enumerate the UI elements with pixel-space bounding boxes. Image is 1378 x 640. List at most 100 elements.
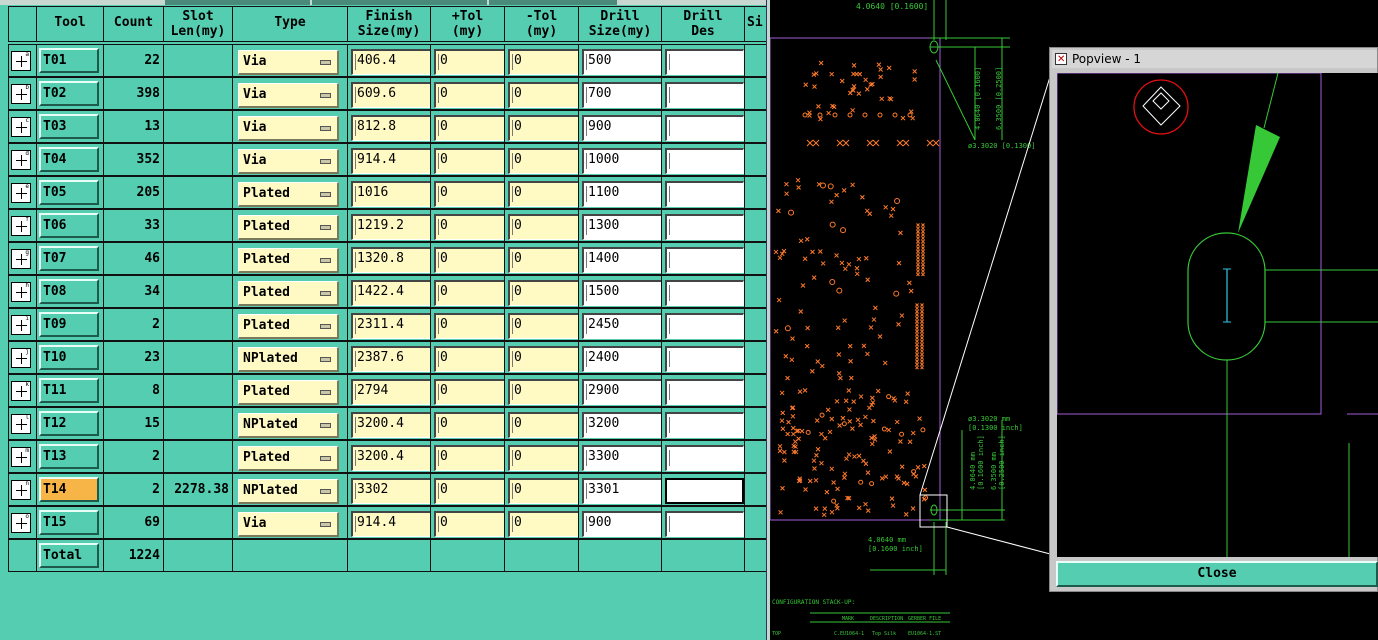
type-dropdown[interactable]: Plated [238, 215, 339, 240]
plus-tol-input[interactable]: 0 [434, 49, 505, 75]
tool-button[interactable]: T12 [39, 411, 99, 436]
plus-tol-input[interactable]: 0 [434, 412, 505, 438]
expand-toggle-icon[interactable]: h [11, 282, 31, 302]
type-dropdown[interactable]: NPlated [238, 347, 339, 372]
minus-tol-input[interactable]: 0 [508, 445, 579, 471]
type-dropdown[interactable]: Plated [238, 314, 339, 339]
plus-tol-input[interactable]: 0 [434, 214, 505, 240]
type-dropdown[interactable]: Via [238, 50, 339, 75]
drill-des-input[interactable] [665, 478, 744, 504]
finish-size-input[interactable]: 812.8 [351, 115, 431, 141]
expand-toggle-icon[interactable]: f [11, 216, 31, 236]
minus-tol-input[interactable]: 0 [508, 478, 579, 504]
finish-size-input[interactable]: 609.6 [351, 82, 431, 108]
minus-tol-input[interactable]: 0 [508, 346, 579, 372]
tool-button[interactable]: T15 [39, 510, 99, 535]
minus-tol-input[interactable]: 0 [508, 247, 579, 273]
tool-button[interactable]: T07 [39, 246, 99, 271]
total-button[interactable]: Total [39, 543, 99, 568]
drill-des-input[interactable] [665, 247, 744, 273]
expand-toggle-icon[interactable]: o [11, 513, 31, 533]
type-dropdown[interactable]: Via [238, 83, 339, 108]
finish-size-input[interactable]: 2311.4 [351, 313, 431, 339]
expand-toggle-icon[interactable]: n [11, 480, 31, 500]
drill-size-input[interactable]: 1000 [582, 148, 662, 174]
drill-size-input[interactable]: 500 [582, 49, 662, 75]
type-dropdown[interactable]: Plated [238, 380, 339, 405]
tool-button[interactable]: T03 [39, 114, 99, 139]
drill-size-input[interactable]: 700 [582, 82, 662, 108]
popview-titlebar[interactable]: Popview - 1 [1052, 50, 1377, 69]
finish-size-input[interactable]: 2387.6 [351, 346, 431, 372]
plus-tol-input[interactable]: 0 [434, 511, 505, 537]
finish-size-input[interactable]: 3200.4 [351, 445, 431, 471]
drill-size-input[interactable]: 2900 [582, 379, 662, 405]
drill-des-input[interactable] [665, 379, 744, 405]
drill-des-input[interactable] [665, 280, 744, 306]
drill-des-input[interactable] [665, 445, 744, 471]
type-dropdown[interactable]: Plated [238, 182, 339, 207]
finish-size-input[interactable]: 914.4 [351, 511, 431, 537]
panel-splitter[interactable] [766, 0, 770, 640]
expand-toggle-icon[interactable]: d [11, 150, 31, 170]
plus-tol-input[interactable]: 0 [434, 181, 505, 207]
drill-size-input[interactable]: 1300 [582, 214, 662, 240]
tool-button[interactable]: T13 [39, 444, 99, 469]
drill-size-input[interactable]: 1100 [582, 181, 662, 207]
plus-tol-input[interactable]: 0 [434, 148, 505, 174]
plus-tol-input[interactable]: 0 [434, 247, 505, 273]
window-menu-icon[interactable] [1055, 51, 1067, 69]
minus-tol-input[interactable]: 0 [508, 412, 579, 438]
tool-button[interactable]: T05 [39, 180, 99, 205]
drill-des-input[interactable] [665, 313, 744, 339]
finish-size-input[interactable]: 914.4 [351, 148, 431, 174]
drill-des-input[interactable] [665, 148, 744, 174]
expand-toggle-icon[interactable]: b [11, 84, 31, 104]
type-dropdown[interactable]: Plated [238, 281, 339, 306]
drill-des-input[interactable] [665, 214, 744, 240]
expand-toggle-icon[interactable]: j [11, 348, 31, 368]
type-dropdown[interactable]: Via [238, 149, 339, 174]
finish-size-input[interactable]: 2794 [351, 379, 431, 405]
type-dropdown[interactable]: Via [238, 512, 339, 537]
drill-size-input[interactable]: 2400 [582, 346, 662, 372]
plus-tol-input[interactable]: 0 [434, 379, 505, 405]
plus-tol-input[interactable]: 0 [434, 82, 505, 108]
expand-toggle-icon[interactable]: g [11, 249, 31, 269]
finish-size-input[interactable]: 3200.4 [351, 412, 431, 438]
finish-size-input[interactable]: 1219.2 [351, 214, 431, 240]
minus-tol-input[interactable]: 0 [508, 313, 579, 339]
finish-size-input[interactable]: 1422.4 [351, 280, 431, 306]
tool-button[interactable]: T01 [39, 48, 99, 73]
minus-tol-input[interactable]: 0 [508, 214, 579, 240]
close-button[interactable]: Close [1056, 561, 1378, 587]
drill-size-input[interactable]: 3300 [582, 445, 662, 471]
minus-tol-input[interactable]: 0 [508, 379, 579, 405]
tool-button[interactable]: T11 [39, 378, 99, 403]
zoom-region-box[interactable] [919, 494, 948, 528]
expand-toggle-icon[interactable]: a [11, 51, 31, 71]
expand-toggle-icon[interactable]: e [11, 183, 31, 203]
drill-size-input[interactable]: 900 [582, 511, 662, 537]
drill-size-input[interactable]: 3200 [582, 412, 662, 438]
drill-size-input[interactable]: 3301 [582, 478, 662, 504]
drill-des-input[interactable] [665, 346, 744, 372]
finish-size-input[interactable]: 1320.8 [351, 247, 431, 273]
drill-size-input[interactable]: 2450 [582, 313, 662, 339]
tool-button[interactable]: T10 [39, 345, 99, 370]
expand-toggle-icon[interactable]: m [11, 447, 31, 467]
minus-tol-input[interactable]: 0 [508, 49, 579, 75]
drill-des-input[interactable] [665, 181, 744, 207]
tool-button[interactable]: T06 [39, 213, 99, 238]
type-dropdown[interactable]: Plated [238, 446, 339, 471]
type-dropdown[interactable]: NPlated [238, 413, 339, 438]
minus-tol-input[interactable]: 0 [508, 280, 579, 306]
minus-tol-input[interactable]: 0 [508, 181, 579, 207]
expand-toggle-icon[interactable]: k [11, 381, 31, 401]
plus-tol-input[interactable]: 0 [434, 478, 505, 504]
minus-tol-input[interactable]: 0 [508, 115, 579, 141]
drill-size-input[interactable]: 1400 [582, 247, 662, 273]
drill-des-input[interactable] [665, 115, 744, 141]
expand-toggle-icon[interactable]: i [11, 315, 31, 335]
drill-size-input[interactable]: 900 [582, 115, 662, 141]
